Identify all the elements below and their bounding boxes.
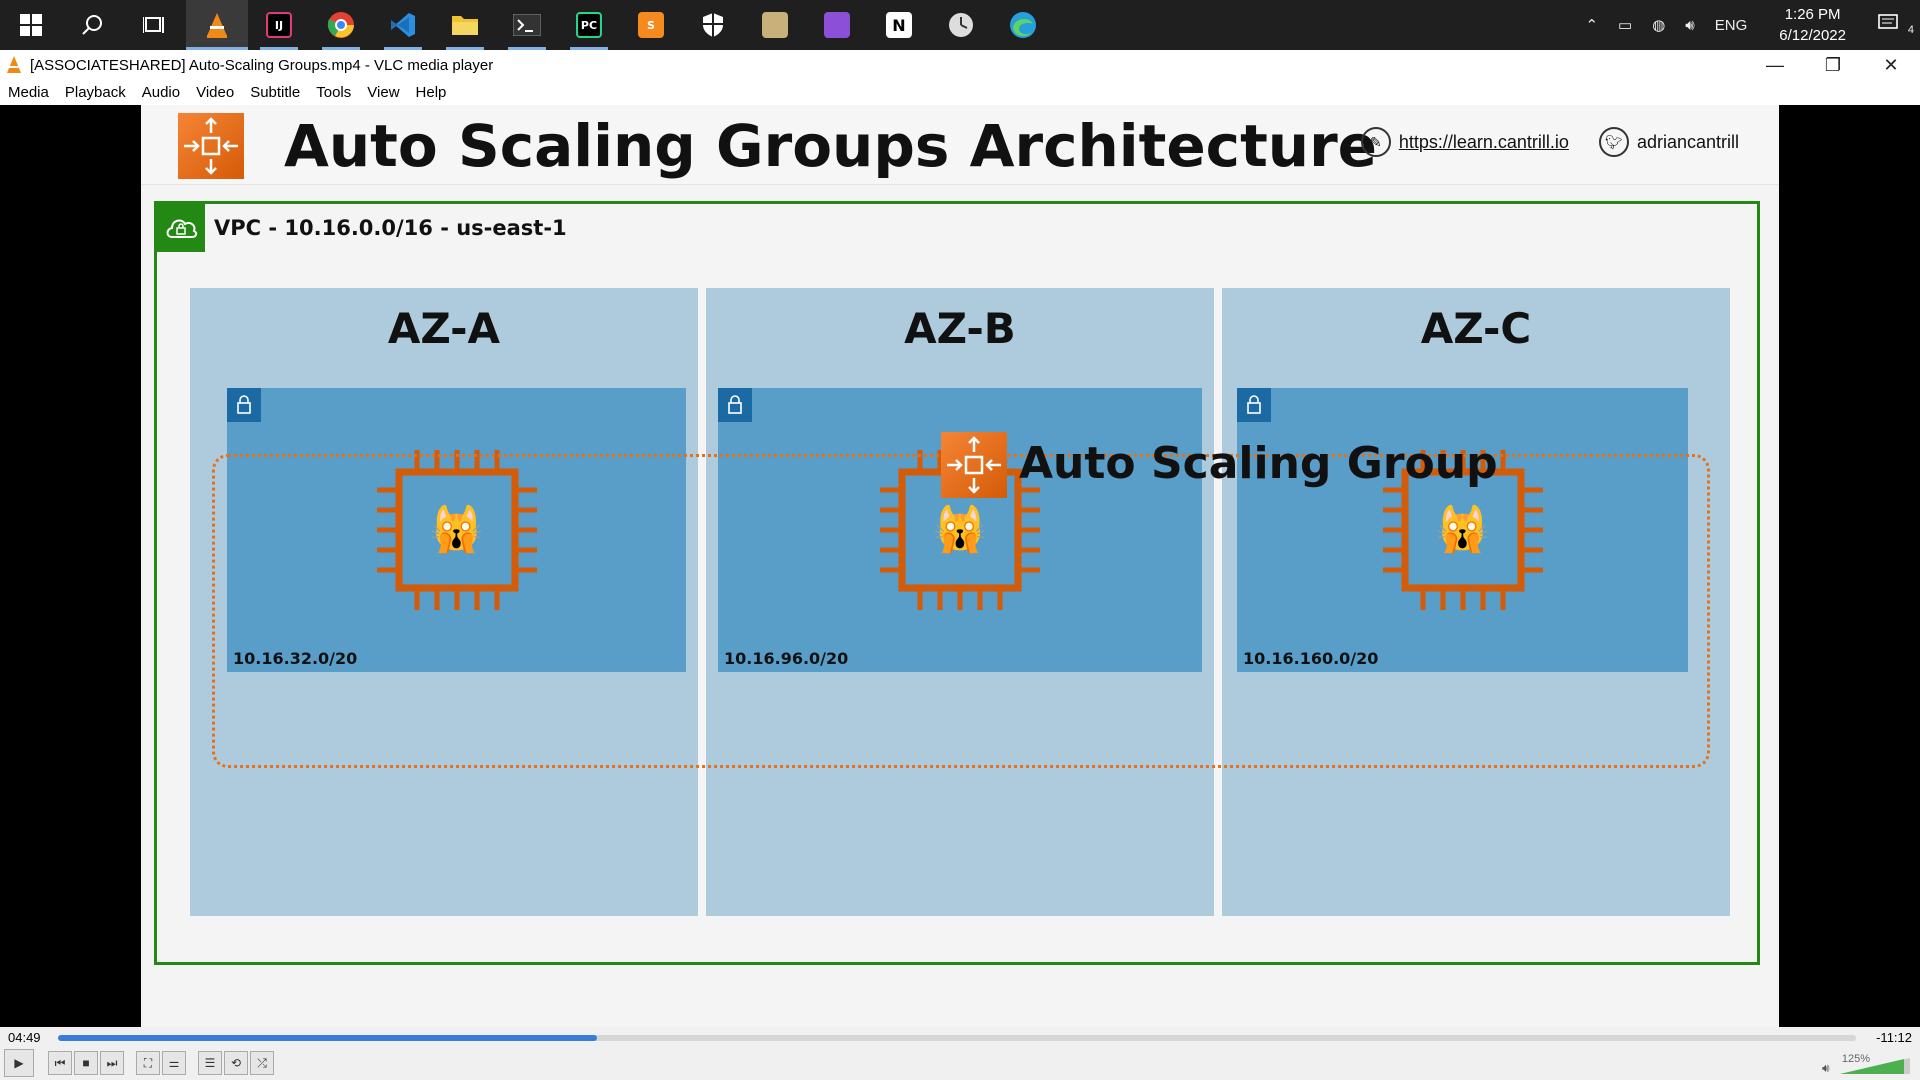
slide-header: Auto Scaling Groups Architecture ✎ https…: [141, 105, 1779, 185]
seek-bar-progress: [58, 1035, 598, 1041]
menu-help[interactable]: Help: [415, 84, 447, 101]
task-view-icon[interactable]: [124, 0, 186, 50]
ec2-instance-icon: [1382, 450, 1543, 610]
chrome-icon[interactable]: [310, 0, 372, 50]
chevron-up-icon[interactable]: ⌃: [1585, 17, 1599, 34]
speaker-icon: 🔊︎: [1822, 1061, 1830, 1075]
slide: Auto Scaling Groups Architecture ✎ https…: [141, 105, 1779, 1027]
ec2-instance-icon: [376, 450, 537, 610]
maximize-button[interactable]: ❐: [1824, 54, 1842, 75]
play-button[interactable]: ▶: [4, 1049, 34, 1077]
vpc-cloud-icon: [157, 204, 205, 252]
website-link: https://learn.cantrill.io: [1398, 131, 1569, 152]
battery-icon[interactable]: ▭: [1618, 17, 1633, 34]
notion-icon[interactable]: N: [868, 0, 930, 50]
edge-icon[interactable]: [992, 0, 1054, 50]
loop-button[interactable]: ⟲: [224, 1051, 248, 1075]
system-tray: ⌃ ▭ ◍ 🔊︎ ENG 1:26 PM 6/12/2022 4: [1575, 0, 1920, 50]
app-icon[interactable]: [806, 0, 868, 50]
playlist-button[interactable]: ☰: [198, 1051, 222, 1075]
notification-count: 4: [1907, 24, 1914, 36]
subnet-b: 🙀 10.16.96.0/20: [718, 388, 1202, 672]
intellij-icon[interactable]: IJ: [248, 0, 310, 50]
close-button[interactable]: ✕: [1883, 54, 1899, 75]
clock-time: 1:26 PM: [1784, 6, 1841, 23]
clock-app-icon[interactable]: [930, 0, 992, 50]
previous-button[interactable]: ⏮: [48, 1051, 72, 1075]
cat-icon: 🙀: [932, 505, 988, 554]
menu-playback[interactable]: Playback: [64, 84, 126, 101]
az-label: AZ-A: [387, 304, 501, 353]
subnet-c: 🙀 10.16.160.0/20: [1237, 388, 1688, 672]
shield-icon[interactable]: [682, 0, 744, 50]
compass-icon: ✎: [1360, 127, 1391, 157]
taskbar: IJ PC S N ⌃ ▭ ◍ 🔊︎ ENG 1:26 PM 6/12/2022…: [0, 0, 1920, 50]
lock-icon: [227, 388, 261, 422]
slide-links: ✎ https://learn.cantrill.io 🐦︎ adriancan…: [1360, 127, 1739, 157]
search-icon[interactable]: [62, 0, 124, 50]
seek-bar[interactable]: [58, 1035, 1856, 1041]
auto-scaling-group-label: Auto Scaling Group: [1019, 438, 1498, 489]
auto-scaling-group-border: [212, 454, 1710, 768]
menu-media[interactable]: Media: [8, 84, 49, 101]
subnet-cidr: 10.16.160.0/20: [1243, 649, 1379, 668]
vscode-icon[interactable]: [372, 0, 434, 50]
menu-bar: Media Playback Audio Video Subtitle Tool…: [0, 80, 1920, 105]
slide-title: Auto Scaling Groups Architecture: [284, 112, 1378, 180]
menu-subtitle[interactable]: Subtitle: [250, 84, 301, 101]
subnet-cidr: 10.16.96.0/20: [724, 649, 849, 668]
video-area[interactable]: Auto Scaling Groups Architecture ✎ https…: [0, 105, 1920, 1027]
az-label: AZ-B: [904, 304, 1016, 353]
speaker-icon[interactable]: 🔊︎: [1685, 16, 1695, 34]
window-title: [ASSOCIATESHARED] Auto-Scaling Groups.mp…: [30, 56, 494, 74]
vpc-label: VPC - 10.16.0.0/16 - us-east-1: [214, 216, 567, 240]
cat-icon: 🙀: [429, 505, 484, 554]
terminal-icon[interactable]: [496, 0, 558, 50]
language-indicator[interactable]: ENG: [1714, 16, 1748, 34]
clock[interactable]: 1:26 PM 6/12/2022: [1757, 4, 1868, 46]
windows-icon[interactable]: [0, 0, 62, 50]
sublime-icon[interactable]: S: [620, 0, 682, 50]
player-controls: 04:49 -11:12 ▶ ⏮ ■ ⏭ ⛶ ⚌ ☰ ⟲ ⤮ 125% 🔊︎: [0, 1027, 1920, 1080]
menu-video[interactable]: Video: [196, 84, 235, 101]
vlc-icon: [7, 56, 21, 73]
menu-tools[interactable]: Tools: [316, 84, 352, 101]
pycharm-icon[interactable]: PC: [558, 0, 620, 50]
elapsed-time: 04:49: [8, 1030, 41, 1045]
menu-view[interactable]: View: [367, 84, 400, 101]
lock-icon: [1237, 388, 1271, 422]
minimize-button[interactable]: —: [1766, 54, 1784, 75]
remaining-time[interactable]: -11:12: [1876, 1030, 1912, 1045]
fullscreen-button[interactable]: ⛶: [136, 1051, 160, 1075]
subnet-a: 🙀 10.16.32.0/20: [227, 388, 686, 672]
next-button[interactable]: ⏭: [100, 1051, 124, 1075]
network-icon[interactable]: ◍: [1652, 17, 1666, 34]
stop-button[interactable]: ■: [74, 1051, 98, 1075]
cat-icon: 🙀: [1435, 505, 1490, 554]
notifications-icon[interactable]: 4: [1868, 14, 1920, 36]
subnet-cidr: 10.16.32.0/20: [233, 649, 358, 668]
twitter-handle: adriancantrill: [1636, 131, 1739, 152]
volume-slider[interactable]: 🔊︎: [1822, 1054, 1912, 1076]
menu-audio[interactable]: Audio: [141, 84, 181, 101]
clock-date: 6/12/2022: [1779, 27, 1846, 44]
auto-scaling-icon: [178, 113, 244, 179]
window-titlebar: [ASSOCIATESHARED] Auto-Scaling Groups.mp…: [0, 50, 1920, 80]
twitter-icon: 🐦︎: [1598, 127, 1629, 157]
shuffle-button[interactable]: ⤮: [250, 1051, 274, 1075]
az-label: AZ-C: [1420, 304, 1532, 353]
vpc-container: VPC - 10.16.0.0/16 - us-east-1 AZ-A AZ-B…: [154, 201, 1760, 965]
lock-icon: [718, 388, 752, 422]
app-icon[interactable]: [744, 0, 806, 50]
volume-level: 125%: [1841, 1053, 1870, 1065]
extended-settings-button[interactable]: ⚌: [162, 1051, 186, 1075]
folder-icon[interactable]: [434, 0, 496, 50]
vlc-icon[interactable]: [186, 0, 248, 50]
auto-scaling-icon: [941, 432, 1007, 498]
